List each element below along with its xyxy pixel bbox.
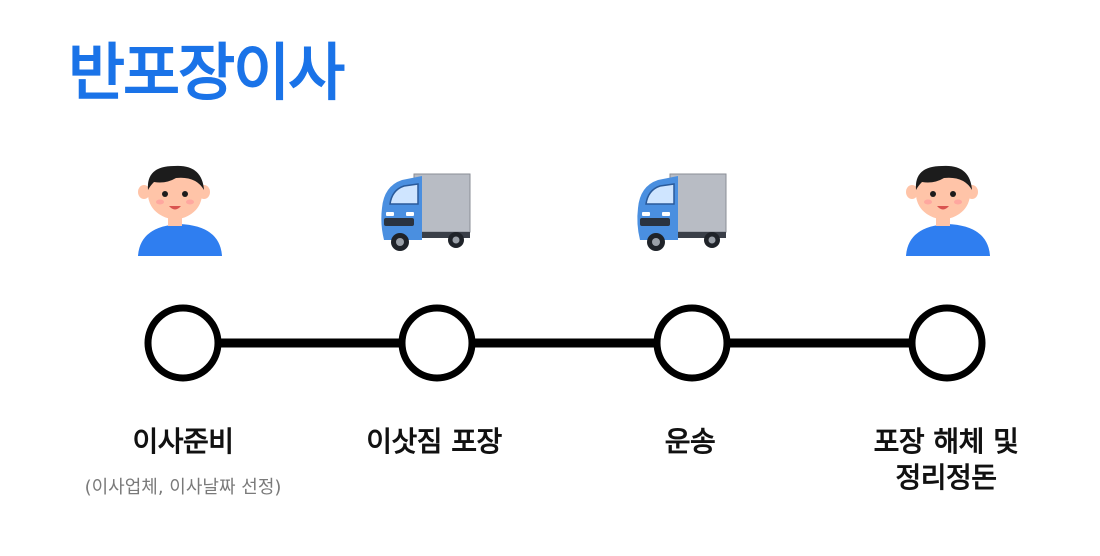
timeline-node — [144, 304, 222, 382]
step-label: 이삿짐 포장 — [366, 425, 502, 458]
step-label: 운송 — [664, 425, 716, 458]
step-label: 이사준비 — [132, 425, 234, 458]
step-label: 포장 해체 및 정리정돈 — [826, 424, 1066, 496]
timeline-node — [908, 304, 986, 382]
person-icon — [898, 160, 998, 260]
timeline-node — [398, 304, 476, 382]
page-title: 반포장이사 — [68, 36, 345, 109]
timeline-node — [653, 304, 731, 382]
truck-icon — [378, 160, 478, 260]
step-label-line: 포장 해체 및 — [873, 425, 1019, 458]
person-icon — [130, 160, 230, 260]
step-label-line: 정리정돈 — [895, 461, 997, 494]
step-sub-label: (이사업체, 이사날짜 선정) — [84, 477, 282, 498]
truck-icon — [634, 160, 734, 260]
